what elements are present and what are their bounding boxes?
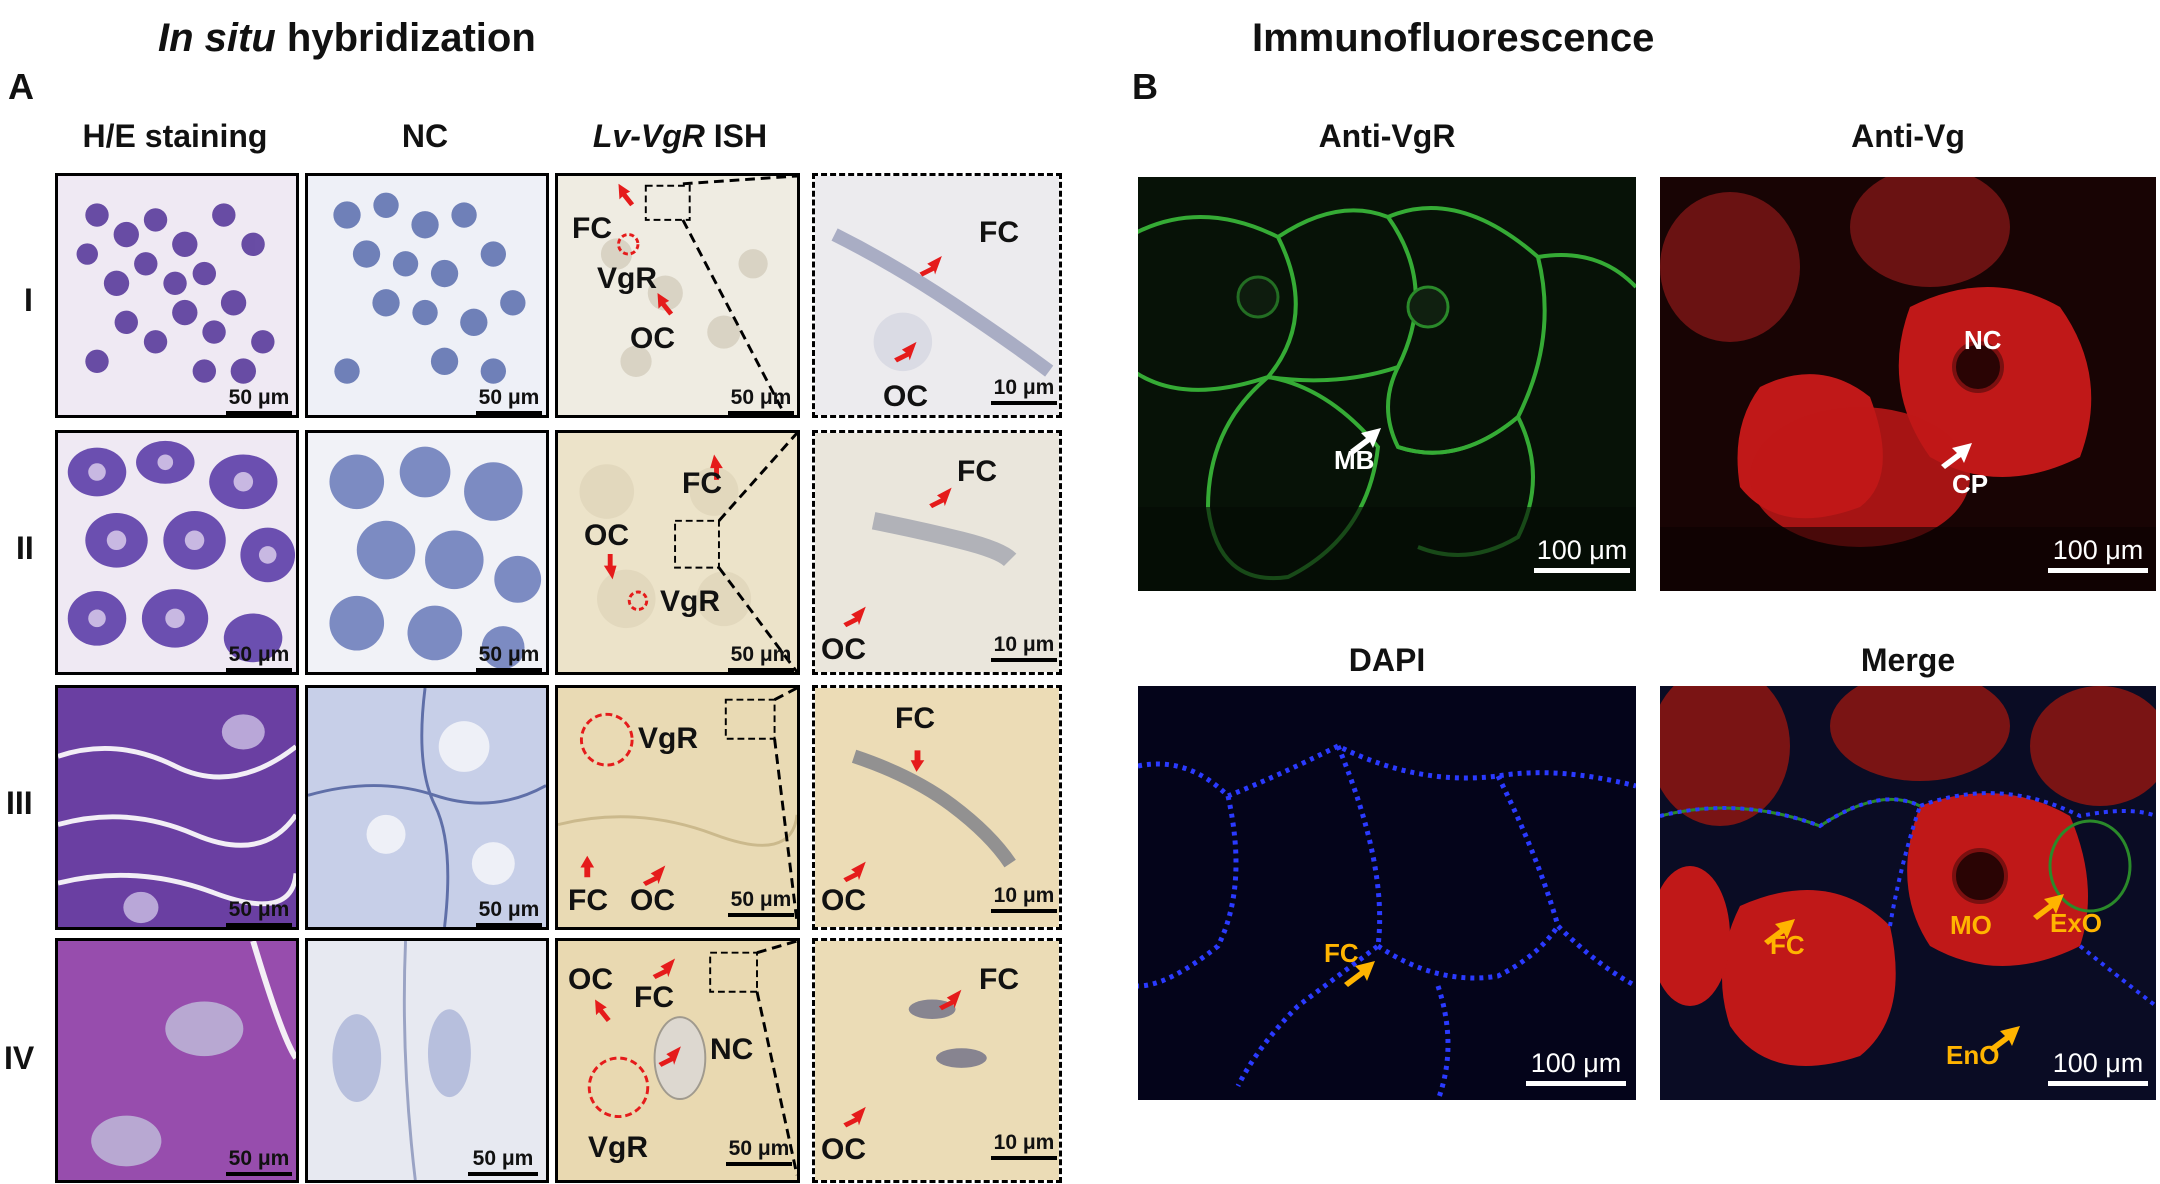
nc-image-row1: 50 μm <box>305 173 549 418</box>
anti-vg-image: NC CP 100 μm <box>1660 177 2156 591</box>
row-label-4: IV <box>4 1040 35 1076</box>
label-vgr: VgR <box>597 262 657 295</box>
header-merge: Merge <box>1860 642 1956 678</box>
dapi-image: FC 100 μm <box>1138 686 1636 1100</box>
label-oc: OC <box>630 884 675 917</box>
zoom-image-row1: FC OC 10 μm <box>812 173 1062 418</box>
label-oc: OC <box>883 380 928 413</box>
merge-image: FC MO ExO EnO 100 μm <box>1660 686 2156 1100</box>
scale-bar: 50 μm <box>226 1147 292 1176</box>
col-header-nc: NC <box>401 118 449 154</box>
header-anti-vg: Anti-Vg <box>1851 118 1965 154</box>
col-header-ish: Lv-VgR ISH <box>592 118 768 154</box>
label-mb: MB <box>1334 445 1375 475</box>
label-nc: NC <box>710 1033 754 1066</box>
ish-image-row4: OC FC NC VgR 50 μm <box>555 938 800 1183</box>
scale-bar: 50 μm <box>476 386 542 415</box>
label-vgr: VgR <box>638 722 698 755</box>
col-header-he: H/E staining <box>82 118 268 154</box>
scale-bar: 50 μm <box>728 888 794 917</box>
row-label-3: III <box>6 785 33 821</box>
scale-bar: 100 μm <box>1526 1048 1626 1086</box>
label-fc: FC <box>895 702 935 735</box>
row-label-1: I <box>24 282 33 318</box>
zoom-image-row3: FC OC 10 μm <box>812 685 1062 930</box>
panel-a-letter: A <box>8 66 34 107</box>
label-oc: OC <box>821 633 866 666</box>
header-anti-vgr: Anti-VgR <box>1318 118 1456 154</box>
label-fc: FC <box>1770 930 1805 960</box>
label-fc: FC <box>1324 938 1359 968</box>
label-eno: EnO <box>1946 1040 2000 1070</box>
scale-bar: 50 μm <box>476 643 542 672</box>
ish-image-row2: FC OC VgR 50 μm <box>555 430 800 675</box>
scale-bar: 10 μm <box>991 884 1057 913</box>
panel-b-title: Immunofluorescence <box>1252 16 1655 60</box>
label-vgr: VgR <box>588 1131 648 1164</box>
label-fc: FC <box>957 455 997 488</box>
nc-image-row4: 50 μm <box>305 938 549 1183</box>
label-fc: FC <box>568 884 608 917</box>
label-oc: OC <box>584 519 629 552</box>
ish-image-row1: FC VgR OC 50 μm <box>555 173 800 418</box>
scale-bar: 100 μm <box>2048 535 2148 573</box>
scale-bar: 50 μm <box>226 898 292 927</box>
label-oc: OC <box>821 1133 866 1166</box>
he-image-row2: 50 μm <box>55 430 299 675</box>
label-fc: FC <box>682 467 722 500</box>
zoom-image-row4: FC OC 10 μm <box>812 938 1062 1183</box>
label-fc: FC <box>979 216 1019 249</box>
scale-bar: 10 μm <box>991 633 1057 662</box>
scale-bar: 50 μm <box>226 386 292 415</box>
nc-image-row3: 50 μm <box>305 685 549 930</box>
scale-bar: 50 μm <box>468 1147 538 1176</box>
scale-bar: 50 μm <box>476 898 542 927</box>
panel-a-title: In situ hybridization <box>158 16 536 60</box>
ish-image-row3: VgR FC OC 50 μm <box>555 685 800 930</box>
scale-bar: 50 μm <box>728 386 794 415</box>
scale-bar: 100 μm <box>1534 535 1630 573</box>
row-label-2: II <box>16 530 34 566</box>
label-fc: FC <box>572 212 612 245</box>
he-image-row3: 50 μm <box>55 685 299 930</box>
zoom-image-row2: FC OC 10 μm <box>812 430 1062 675</box>
label-nc: NC <box>1964 325 2002 355</box>
label-cp: CP <box>1952 469 1989 499</box>
label-oc: OC <box>630 322 675 355</box>
nc-image-row2: 50 μm <box>305 430 549 675</box>
scale-bar: 10 μm <box>991 1131 1057 1160</box>
label-oc: OC <box>568 963 613 996</box>
scale-bar: 100 μm <box>2048 1048 2148 1086</box>
label-fc: FC <box>979 963 1019 996</box>
scale-bar: 50 μm <box>726 1137 792 1166</box>
label-exo: ExO <box>2050 908 2103 938</box>
scale-bar: 50 μm <box>226 643 292 672</box>
scale-bar: 50 μm <box>728 643 794 672</box>
panel-b-letter: B <box>1132 66 1158 107</box>
he-image-row4: 50 μm <box>55 938 299 1183</box>
anti-vgr-image: MB 100 μm <box>1138 177 1636 591</box>
label-fc: FC <box>634 981 674 1014</box>
he-image-row1: 50 μm <box>55 173 299 418</box>
header-dapi: DAPI <box>1348 642 1426 678</box>
label-oc: OC <box>821 884 866 917</box>
label-mo: MO <box>1950 910 1992 940</box>
label-vgr: VgR <box>660 585 720 618</box>
scale-bar: 10 μm <box>991 376 1057 405</box>
